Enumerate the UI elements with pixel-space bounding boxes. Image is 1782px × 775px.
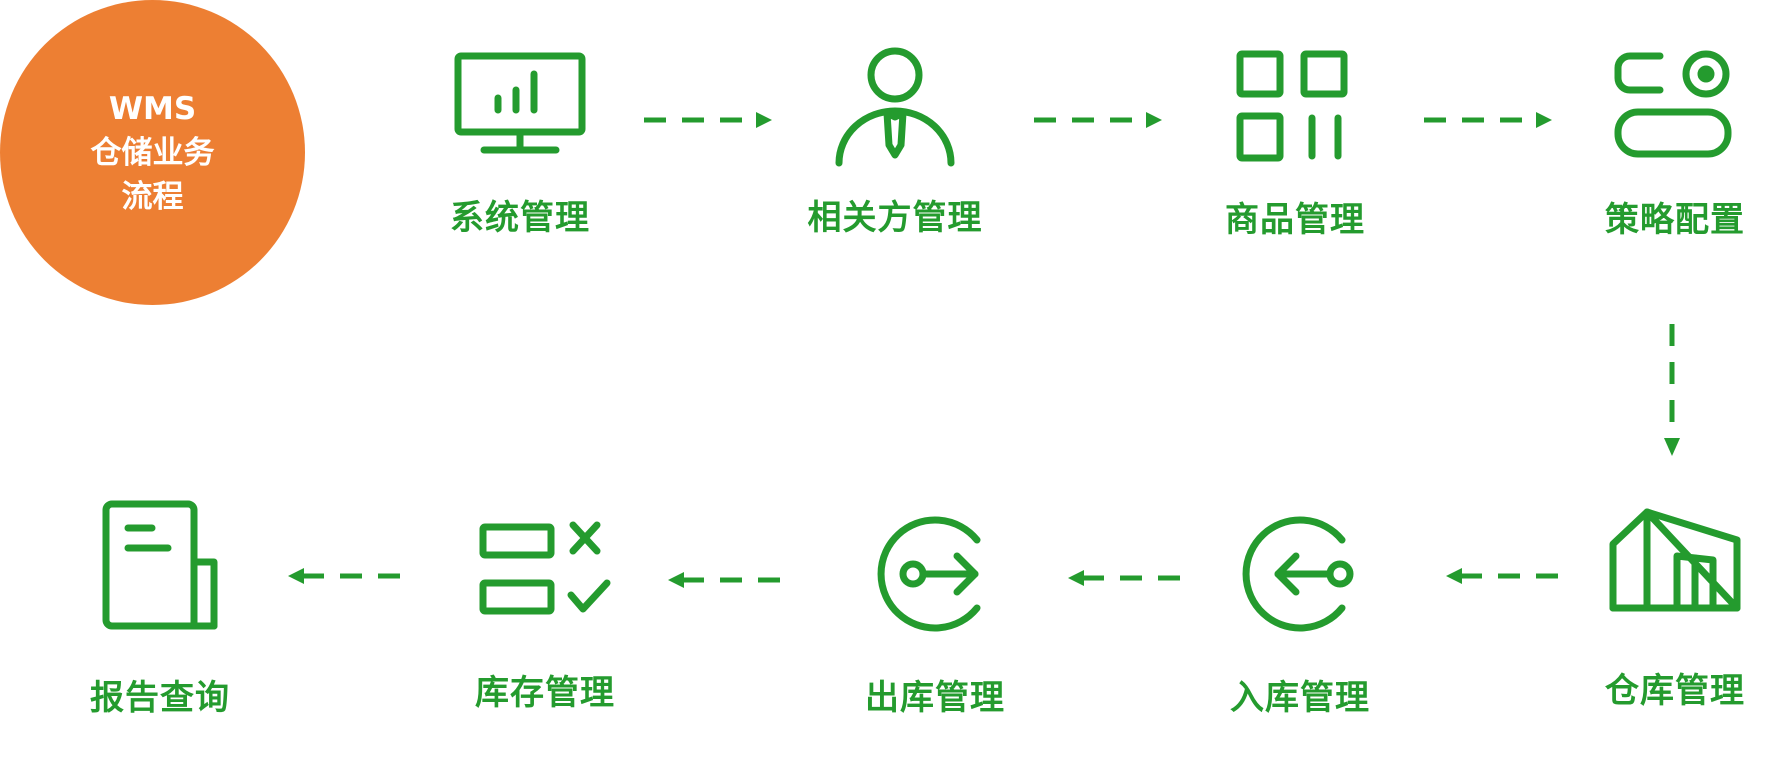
step-label: 报告查询 (90, 678, 230, 718)
arrow-left-3 (668, 572, 796, 588)
step-inventory-management: 库存管理 (415, 515, 675, 775)
step-label: 出库管理 (865, 678, 1005, 718)
title-line-1: WMS (108, 90, 197, 127)
warehouse-icon (1609, 508, 1741, 612)
step-label: 策略配置 (1605, 200, 1745, 240)
monitor-chart-icon (454, 52, 586, 154)
report-document-icon (102, 500, 218, 630)
inbound-icon (1242, 516, 1354, 632)
arrow-left-4 (288, 568, 416, 584)
grid-icon (1236, 50, 1348, 162)
arrow-right-3 (1424, 112, 1552, 128)
title-badge: WMS 仓储业务 流程 (0, 0, 305, 305)
step-system-management: 系统管理 (390, 50, 650, 310)
step-label: 系统管理 (450, 198, 590, 238)
title-line-3: 流程 (121, 178, 184, 215)
step-inbound-management: 入库管理 (1170, 510, 1430, 770)
step-product-management: 商品管理 (1165, 48, 1425, 308)
step-label: 商品管理 (1225, 200, 1365, 240)
arrow-left-2 (1068, 570, 1196, 586)
toggle-settings-icon (1614, 50, 1732, 158)
checklist-icon (479, 521, 611, 615)
person-tie-icon (835, 47, 955, 167)
arrow-down (1664, 324, 1680, 456)
step-label: 入库管理 (1230, 678, 1370, 718)
step-label: 相关方管理 (807, 198, 983, 238)
step-label: 库存管理 (475, 673, 615, 713)
step-outbound-management: 出库管理 (805, 510, 1065, 770)
title-line-2: 仓储业务 (90, 134, 215, 171)
arrow-right-2 (1034, 112, 1162, 128)
arrow-right-1 (644, 112, 772, 128)
step-report-query: 报告查询 (30, 498, 290, 758)
step-label: 仓库管理 (1605, 671, 1745, 711)
arrow-left-1 (1446, 568, 1574, 584)
step-strategy-config: 策略配置 (1545, 48, 1782, 308)
step-warehouse-management: 仓库管理 (1545, 500, 1782, 760)
outbound-icon (877, 516, 981, 632)
step-stakeholder-management: 相关方管理 (765, 45, 1025, 305)
